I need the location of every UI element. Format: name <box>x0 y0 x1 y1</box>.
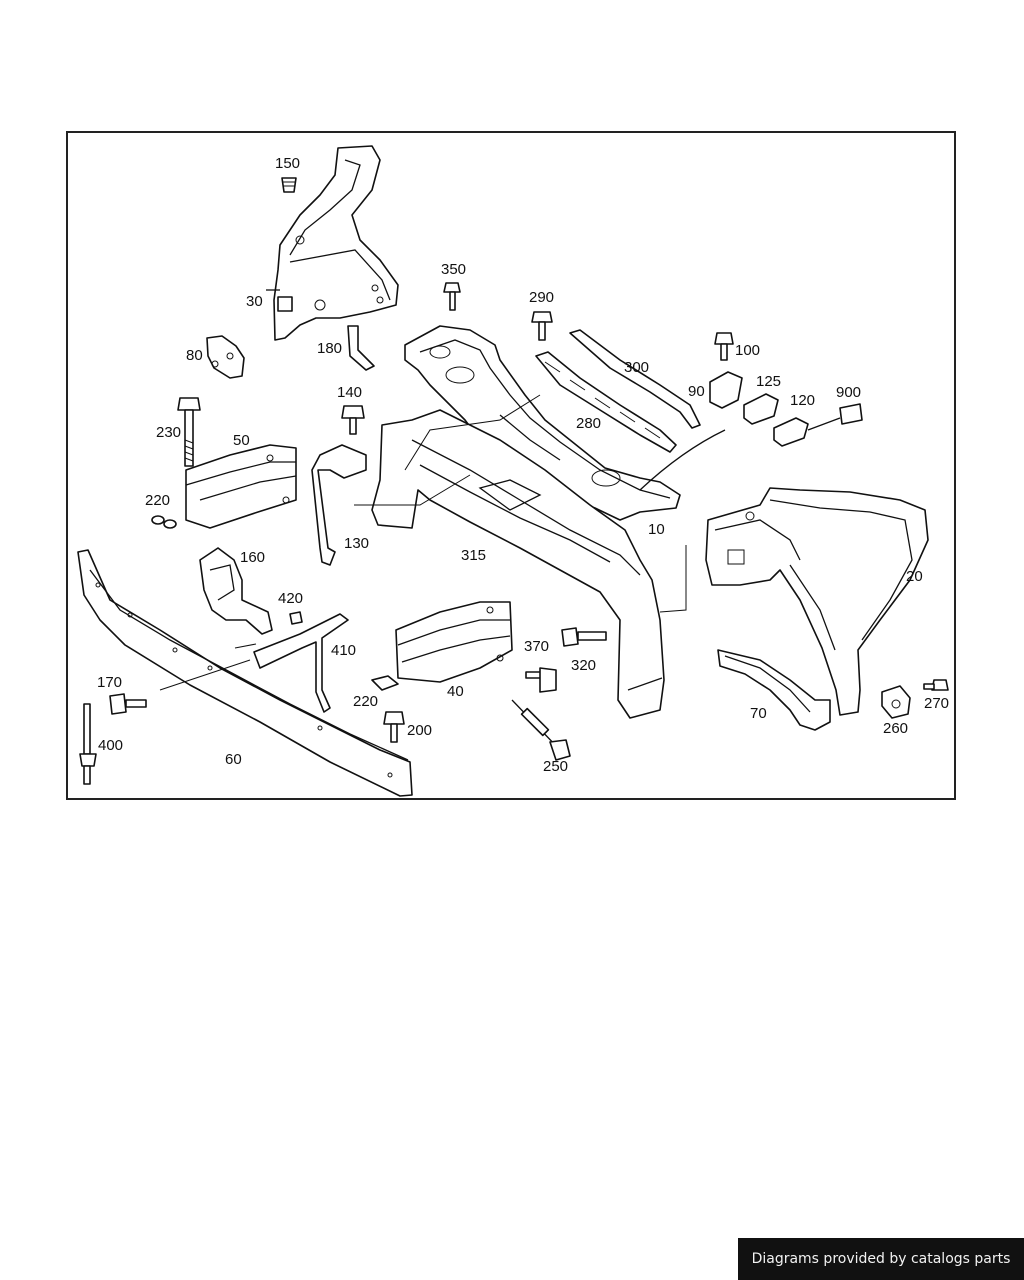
part-80-bracket <box>206 335 245 379</box>
callout-150: 150 <box>275 155 301 172</box>
callout-900: 900 <box>836 384 862 401</box>
callout-410: 410 <box>331 642 357 659</box>
callout-300: 300 <box>624 359 650 376</box>
part-420-clip <box>289 611 303 625</box>
callout-200: 200 <box>407 722 433 739</box>
callout-30: 30 <box>246 293 263 310</box>
part-320-bolt <box>561 627 607 647</box>
callout-350: 350 <box>441 261 467 278</box>
callout-80: 80 <box>186 347 203 364</box>
part-350-bolt <box>443 282 461 311</box>
callout-60: 60 <box>225 751 242 768</box>
part-70-rail <box>717 649 831 731</box>
callout-400: 400 <box>98 737 124 754</box>
leader-lines <box>159 394 687 691</box>
part-100-bolt <box>714 332 734 361</box>
callout-130: 130 <box>344 535 370 552</box>
part-270-bolt <box>923 679 949 691</box>
callout-320: 320 <box>571 657 597 674</box>
part-130-rod <box>311 444 367 566</box>
callout-70: 70 <box>750 705 767 722</box>
callout-125: 125 <box>756 373 782 390</box>
part-410-strut <box>253 613 349 713</box>
callout-20: 20 <box>906 568 923 585</box>
callout-140: 140 <box>337 384 363 401</box>
callout-50: 50 <box>233 432 250 449</box>
part-290-bolt <box>531 311 553 341</box>
part-40-crashbox <box>395 601 513 683</box>
cable <box>639 429 726 491</box>
part-50-crashbox <box>185 444 297 529</box>
part-170-bolt <box>109 693 147 715</box>
part-900-label <box>839 403 863 425</box>
callout-100: 100 <box>735 342 761 359</box>
part-260-clip <box>881 685 911 719</box>
part-90-clip <box>709 371 743 409</box>
part-150-clip <box>281 177 297 193</box>
part-160-bracket <box>199 547 273 635</box>
callout-180: 180 <box>317 340 343 357</box>
part-140-bolt <box>341 405 365 435</box>
callout-170: 170 <box>97 674 123 691</box>
callout-220-center: 220 <box>353 693 379 710</box>
callout-120: 120 <box>790 392 816 409</box>
part-230-bolt <box>177 397 201 467</box>
callout-370: 370 <box>524 638 550 655</box>
callout-40: 40 <box>447 683 464 700</box>
part-300-strip <box>569 329 701 429</box>
part-120-clip <box>773 417 841 447</box>
part-20-side-panel <box>705 487 929 716</box>
part-125-clip <box>743 393 779 425</box>
part-60-bumper-beam <box>77 549 413 797</box>
callout-260: 260 <box>883 720 909 737</box>
part-10-crossmember <box>404 325 681 521</box>
callout-270: 270 <box>924 695 950 712</box>
callout-315: 315 <box>461 547 487 564</box>
callout-230: 230 <box>156 424 182 441</box>
callout-10: 10 <box>648 521 665 538</box>
part-250-bolt <box>511 699 571 761</box>
callout-280: 280 <box>576 415 602 432</box>
callout-160: 160 <box>240 549 266 566</box>
part-220-washers-center <box>371 675 399 691</box>
part-280-strip <box>535 351 677 453</box>
callout-90: 90 <box>688 383 705 400</box>
callout-220-left: 220 <box>145 492 171 509</box>
callout-420: 420 <box>278 590 304 607</box>
footer-credit: Diagrams provided by catalogs parts <box>738 1238 1024 1280</box>
part-220-washers-left <box>151 515 177 529</box>
part-200-bolt <box>383 711 405 743</box>
callout-290: 290 <box>529 289 555 306</box>
part-400-stud <box>79 703 97 785</box>
part-370-bolt <box>525 667 557 693</box>
part-180-bracket <box>347 325 375 371</box>
part-30-bracket <box>266 145 399 341</box>
diagram-frame <box>66 131 956 800</box>
part-315-crossmember <box>371 409 665 719</box>
callout-250: 250 <box>543 758 569 775</box>
